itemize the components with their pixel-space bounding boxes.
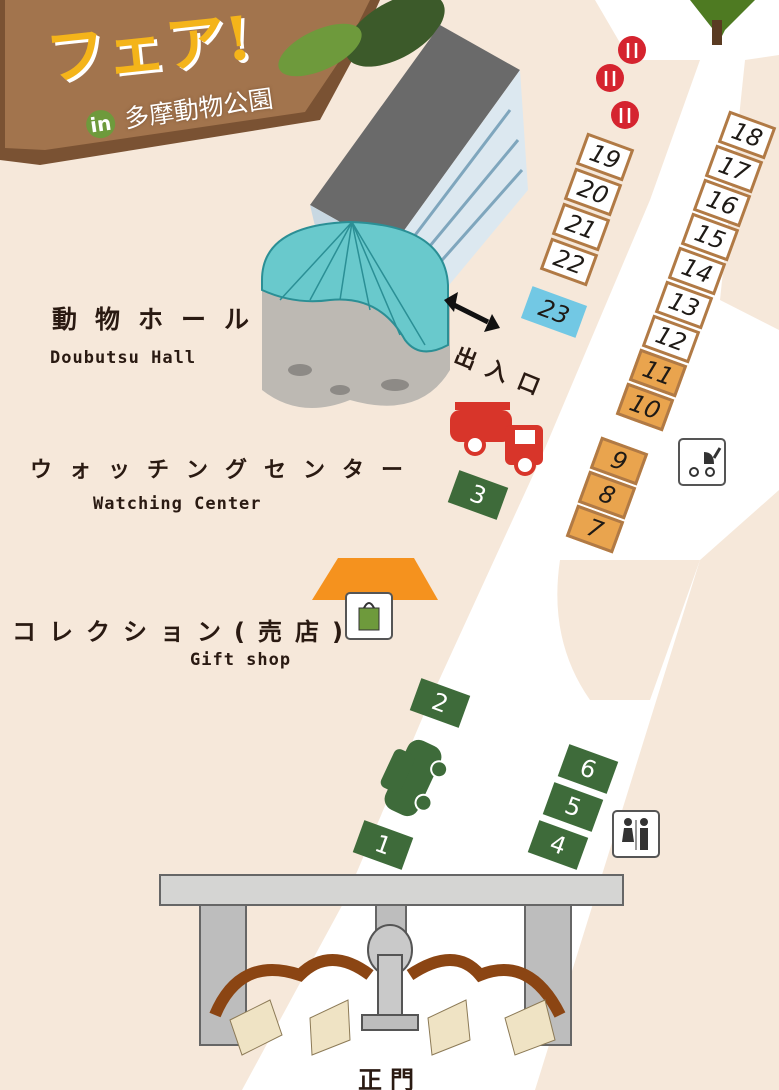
- main-path: [242, 0, 779, 1090]
- watching-center-label-en: Watching Center: [93, 494, 262, 514]
- doubutsu-hall-label-jp: 動物ホール: [52, 305, 268, 334]
- tree: [690, 0, 755, 40]
- gift-shop-label-jp: コレクション(売店): [12, 618, 356, 646]
- leaf-decoration: [345, 0, 445, 67]
- doubutsu-hall-label-en: Doubutsu Hall: [50, 348, 197, 368]
- in-badge: in: [84, 108, 118, 140]
- entrance-arrow: [444, 292, 500, 332]
- restroom-icon: [622, 818, 648, 850]
- doubutsu-hall-building: [261, 25, 528, 408]
- gift-shop-box[interactable]: [345, 592, 393, 640]
- watching-center-label-jp: ウォッチングセンター: [30, 458, 421, 483]
- shopping-bag-icon: [358, 602, 380, 631]
- right-lawn: [557, 560, 700, 700]
- restroom-box[interactable]: [612, 810, 660, 858]
- fire-truck-icon: [450, 402, 543, 476]
- stroller-box[interactable]: [678, 438, 726, 486]
- main-gate-label: 正門: [358, 1066, 422, 1090]
- gift-shop-building: [312, 558, 438, 600]
- restaurant-icon: [596, 36, 646, 129]
- stroller-icon: [689, 447, 722, 477]
- gift-shop-label-en: Gift shop: [190, 650, 292, 670]
- elephant-statue-icon: [361, 924, 419, 1031]
- car-icon: [380, 739, 449, 817]
